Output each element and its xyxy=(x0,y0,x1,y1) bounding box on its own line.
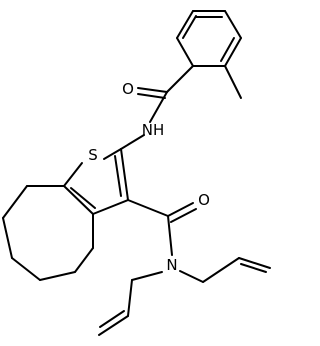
oxygen-atom-label-top: O xyxy=(122,80,134,98)
methyl-bond xyxy=(224,65,242,99)
cycloheptane-ring xyxy=(2,185,94,281)
allyl-left xyxy=(98,271,163,336)
allyl-right xyxy=(179,257,271,283)
amide-c-nh-bond xyxy=(149,91,168,123)
carbonyl-top-double-bond-b xyxy=(137,93,166,99)
aryl-carbonyl-bond xyxy=(166,65,194,93)
nitrogen-atom-label: N xyxy=(166,256,177,274)
amide-c-n-bond xyxy=(167,215,173,256)
nh-thiophene-bond xyxy=(120,134,145,150)
nh-atom-label: NH xyxy=(142,121,165,139)
thiophene-ring xyxy=(63,148,129,215)
sulfur-atom-label: S xyxy=(88,146,98,164)
carbonyl-right-double-bond-a xyxy=(167,202,194,217)
benzene-ring xyxy=(176,10,242,67)
chemical-structure-diagram: S O NH O N xyxy=(2,10,271,336)
thiophene-carbonyl-bond xyxy=(127,199,169,217)
carbonyl-right-double-bond-b xyxy=(170,208,197,223)
oxygen-atom-label-right: O xyxy=(198,191,210,209)
carbonyl-top-double-bond-a xyxy=(137,87,168,93)
